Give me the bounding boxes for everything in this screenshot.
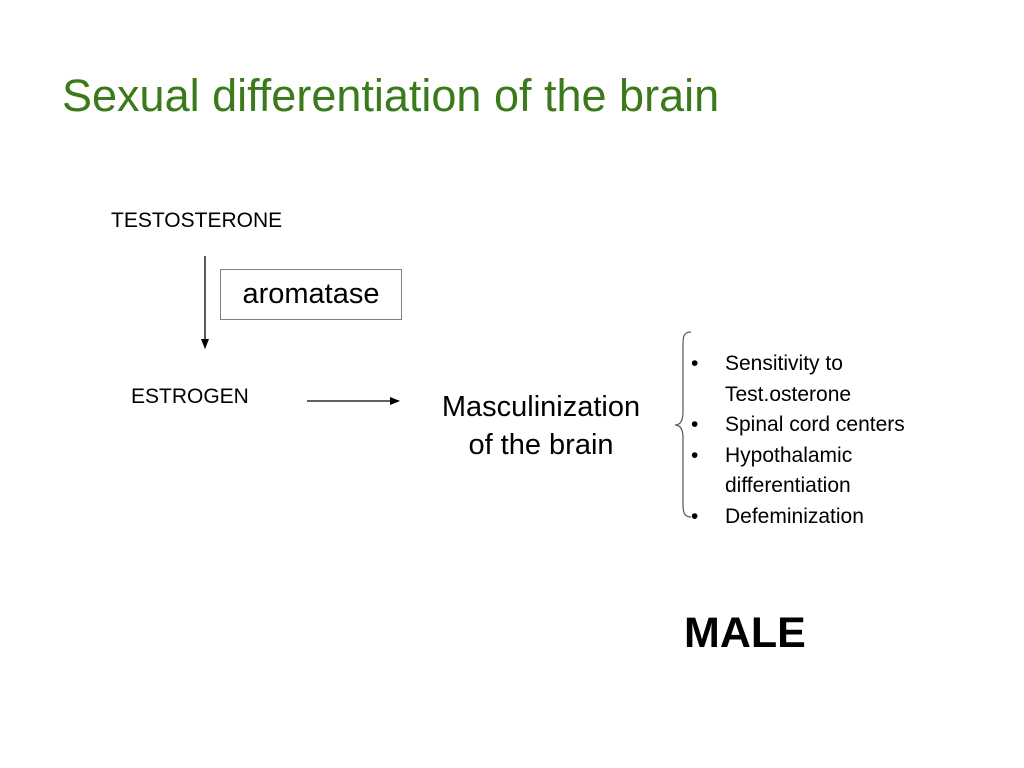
bullet-icon: • <box>691 352 699 375</box>
slide-title: Sexual differentiation of the brain <box>62 70 720 121</box>
aromatase-box: aromatase <box>220 269 402 320</box>
list-item: • Sensitivity to Test.osterone <box>691 349 995 410</box>
bullet-icon: • <box>691 443 699 467</box>
bullet-icon: • <box>691 413 699 436</box>
masculinization-label: Masculinization of the brain <box>416 388 666 464</box>
list-item-line-1: Sensitivity to <box>725 352 843 375</box>
curly-brace <box>674 331 692 518</box>
testosterone-label: TESTOSTERONE <box>111 209 283 232</box>
effects-list: • Sensitivity to Test.osterone • Spinal … <box>691 349 995 532</box>
masculinization-line-2: of the brain <box>468 429 614 461</box>
list-item: • Hypothalamic differentiation <box>691 441 995 502</box>
list-item: • Defeminization <box>691 502 995 533</box>
masculinization-line-1: Masculinization <box>441 391 641 423</box>
result-label: MALE <box>684 609 806 657</box>
list-item: • Spinal cord centers <box>691 410 995 441</box>
list-item-line-1: Hypothalamic <box>725 443 853 467</box>
list-item-line-1: Defeminization <box>725 504 864 528</box>
list-item-line-1: Spinal cord centers <box>725 413 905 436</box>
list-item-line-2: differentiation <box>725 474 851 497</box>
list-item-line-2: Test.osterone <box>725 382 852 406</box>
bullet-icon: • <box>691 504 699 528</box>
estrogen-label: ESTROGEN <box>131 385 249 408</box>
